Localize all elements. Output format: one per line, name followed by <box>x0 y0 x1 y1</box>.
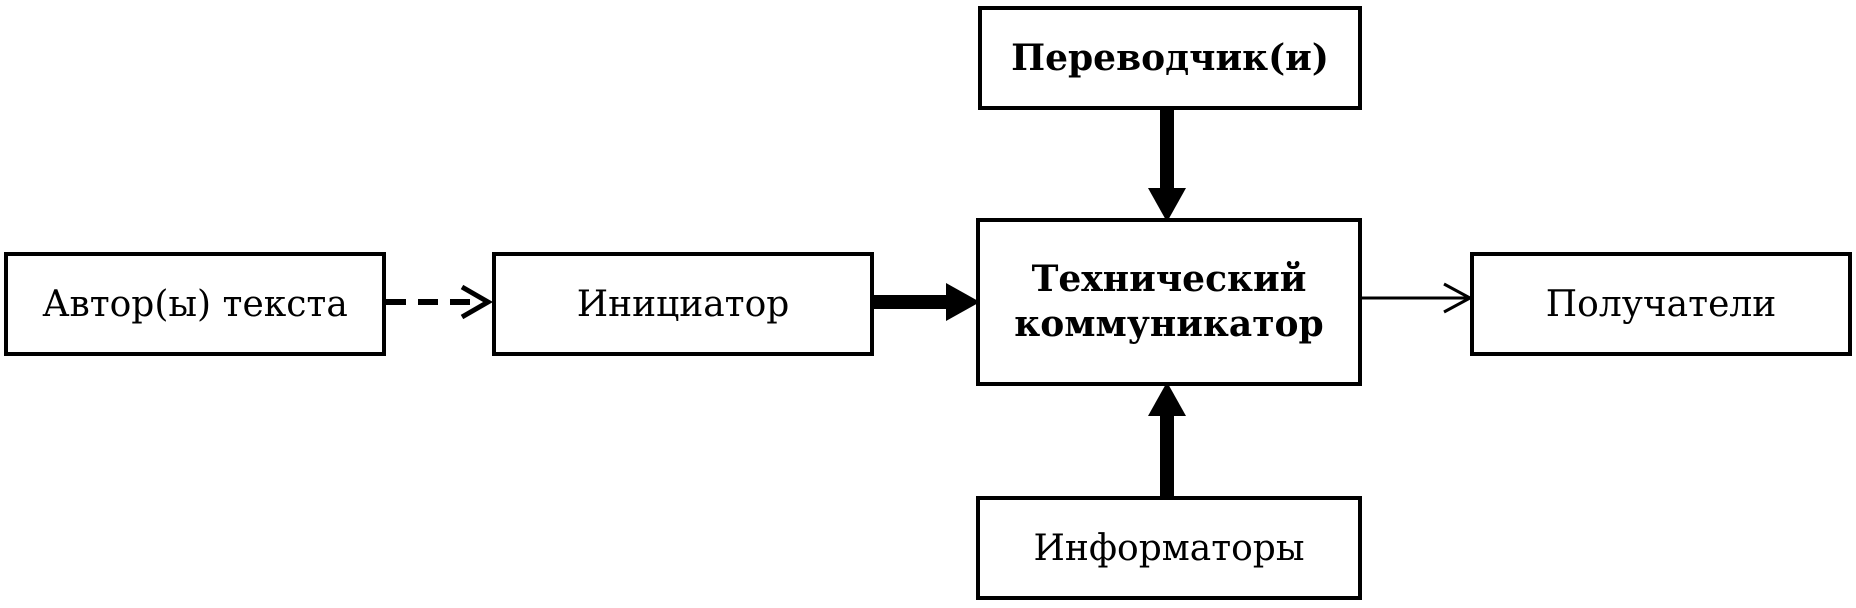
node-initiator: Инициатор <box>492 252 874 356</box>
node-recipients-label: Получатели <box>1545 283 1777 325</box>
node-informants: Информаторы <box>976 496 1362 600</box>
node-translator-label: Переводчик(и) <box>1011 36 1329 79</box>
node-initiator-label: Инициатор <box>576 283 790 325</box>
arrowhead-solid-translator-communicator <box>1148 188 1186 222</box>
arrowhead-solid-initiator-communicator <box>946 283 980 321</box>
node-communicator: Технический коммуникатор <box>976 218 1362 386</box>
node-translator: Переводчик(и) <box>978 6 1362 110</box>
arrowhead-open-author-initiator <box>460 284 494 320</box>
arrowhead-solid-informants-communicator <box>1148 382 1186 416</box>
node-informants-label: Информаторы <box>1033 527 1305 569</box>
node-author-label: Автор(ы) текста <box>42 283 348 325</box>
node-author: Автор(ы) текста <box>4 252 386 356</box>
node-communicator-label-line2: коммуникатор <box>1014 303 1324 345</box>
node-recipients: Получатели <box>1470 252 1852 356</box>
node-communicator-label-line1: Технический <box>1031 258 1307 300</box>
